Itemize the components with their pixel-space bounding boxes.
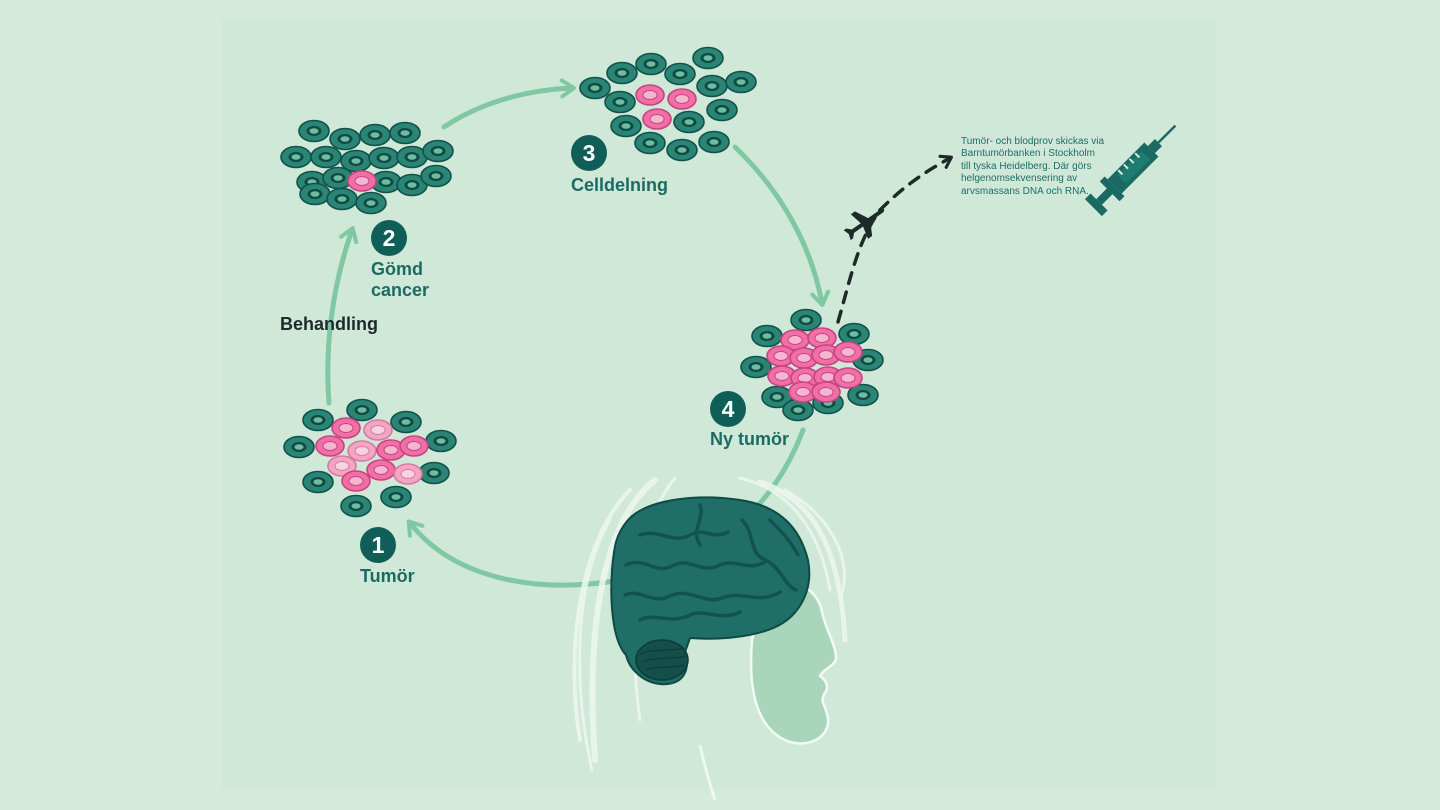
step-2-label-line1: Gömd bbox=[371, 259, 423, 279]
step-3-badge: 3 bbox=[571, 135, 607, 171]
note-line: till tyska Heidelberg. Där görs bbox=[961, 160, 1092, 172]
arrow-hidden-to-division bbox=[441, 78, 576, 130]
step-4-badge: 4 bbox=[710, 391, 746, 427]
brain-icon bbox=[610, 496, 811, 686]
step-1-label: Tumör bbox=[360, 566, 415, 586]
step-3-label: Celldelning bbox=[571, 175, 669, 195]
step-2-label-line2: cancer bbox=[371, 280, 430, 300]
treatment-label: Behandling bbox=[280, 314, 378, 334]
step-4-label: Ny tumör bbox=[710, 429, 790, 449]
note-line: arvsmassans DNA och RNA. bbox=[961, 185, 1089, 197]
arrow-division-to-new-tumor bbox=[732, 144, 831, 307]
step-2-badge: 2 bbox=[371, 220, 407, 256]
note-line: helgenomsekvensering av bbox=[961, 173, 1078, 185]
syringe-icon bbox=[1084, 124, 1177, 217]
arrow-brain-to-tumor bbox=[406, 519, 635, 588]
arrow-tumor-to-hidden bbox=[325, 226, 359, 406]
airplane-icon bbox=[843, 208, 885, 241]
sample-shipping-note: Tumör- och blodprov skickas via Barntumö… bbox=[961, 136, 1131, 198]
note-line: Barntumörbanken i Stockholm bbox=[961, 148, 1095, 160]
note-line: Tumör- och blodprov skickas via bbox=[961, 136, 1105, 147]
cycle-arrows bbox=[325, 78, 831, 588]
step-1-badge: 1 bbox=[360, 527, 396, 563]
